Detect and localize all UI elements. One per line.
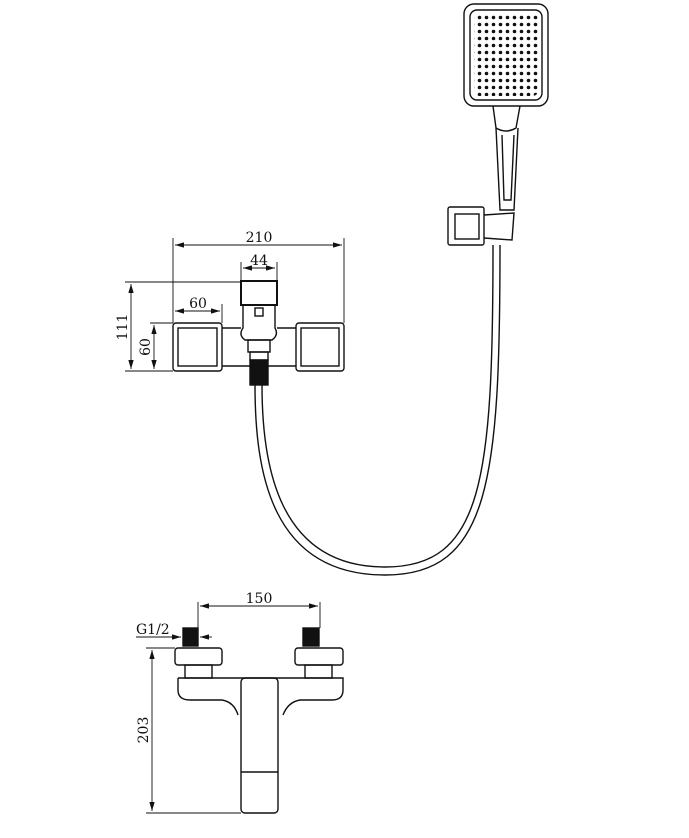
dim-60-height-label: 60: [138, 338, 154, 356]
wall-bracket: [447, 206, 515, 246]
dim-150-label: 150: [246, 591, 273, 607]
shower-head: [463, 3, 549, 211]
dimension-lines-bottom: [136, 602, 321, 814]
dim-60-width-label: 60: [189, 296, 207, 312]
dimension-lines-top: [125, 238, 345, 372]
mixer-front-view: [174, 627, 344, 814]
dim-210-label: 210: [246, 230, 273, 246]
dim-111-label: 111: [115, 314, 131, 341]
mixer-top-view: [172, 280, 345, 386]
dim-44-label: 44: [250, 253, 268, 269]
thread-g12-label: G1/2: [136, 622, 170, 638]
hose: [254, 244, 501, 576]
dim-203-label: 203: [136, 717, 152, 744]
